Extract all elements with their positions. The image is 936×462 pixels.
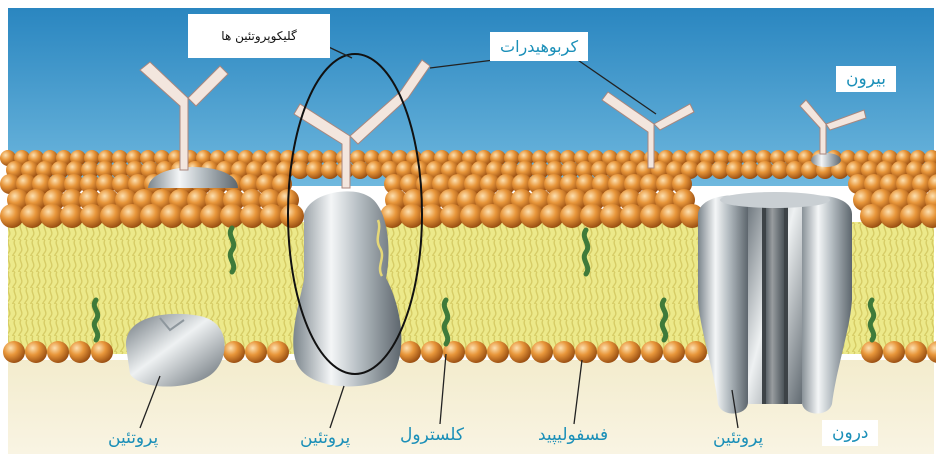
phospholipid-head: [245, 341, 267, 363]
phospholipid-head: [267, 341, 289, 363]
label-protein-center: پروتئین: [300, 428, 350, 448]
phospholipid-head: [280, 204, 304, 228]
phospholipid-head: [3, 341, 25, 363]
phospholipid-head: [47, 341, 69, 363]
phospholipid-head: [905, 341, 927, 363]
phospholipid-head: [685, 341, 707, 363]
label-cholesterol: کلسترول: [400, 425, 464, 445]
phospholipid-head: [883, 341, 905, 363]
label-protein-right: پروتئین: [713, 428, 763, 448]
phospholipid-head: [597, 341, 619, 363]
label-protein-left: پروتئین: [108, 428, 158, 448]
phospholipid-head: [91, 341, 113, 363]
phospholipid-head: [509, 341, 531, 363]
phospholipid-head: [465, 341, 487, 363]
channel-protein-right: [698, 192, 852, 414]
phospholipid-head: [553, 341, 575, 363]
phospholipid-head: [69, 341, 91, 363]
label-glycoproteins: گلیکوپروتئین ها: [188, 14, 330, 58]
peripheral-protein-right: [811, 153, 841, 167]
phospholipid-head: [487, 341, 509, 363]
phospholipid-head: [531, 341, 553, 363]
phospholipid-head: [861, 341, 883, 363]
label-carbohydrates: کربوهیدرات: [490, 32, 588, 61]
phospholipid-head: [25, 341, 47, 363]
phospholipid-head: [421, 341, 443, 363]
label-outside: بیرون: [836, 66, 896, 92]
phospholipid-head: [575, 341, 597, 363]
phospholipid-head: [663, 341, 685, 363]
phospholipid-head: [223, 341, 245, 363]
phospholipid-head: [399, 341, 421, 363]
label-phospholipid: فسفولیپید: [538, 425, 608, 445]
label-inside: درون: [822, 420, 878, 446]
phospholipid-head: [641, 341, 663, 363]
phospholipid-head: [619, 341, 641, 363]
